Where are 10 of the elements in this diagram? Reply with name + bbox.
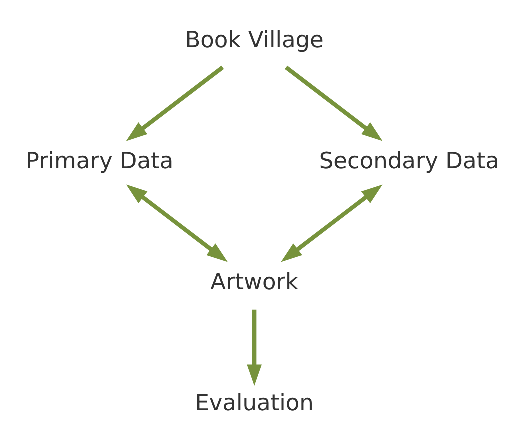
- node-text: Artwork: [210, 269, 299, 296]
- node-text: Evaluation: [195, 390, 314, 416]
- arrow: [126, 184, 228, 262]
- arrow: [284, 66, 383, 142]
- node-text: Primary Data: [26, 148, 174, 174]
- arrow: [247, 310, 262, 386]
- node-text: Book Village: [185, 27, 324, 54]
- node-text: Secondary Data: [319, 148, 500, 174]
- arrow: [281, 184, 383, 262]
- arrow: [126, 66, 224, 142]
